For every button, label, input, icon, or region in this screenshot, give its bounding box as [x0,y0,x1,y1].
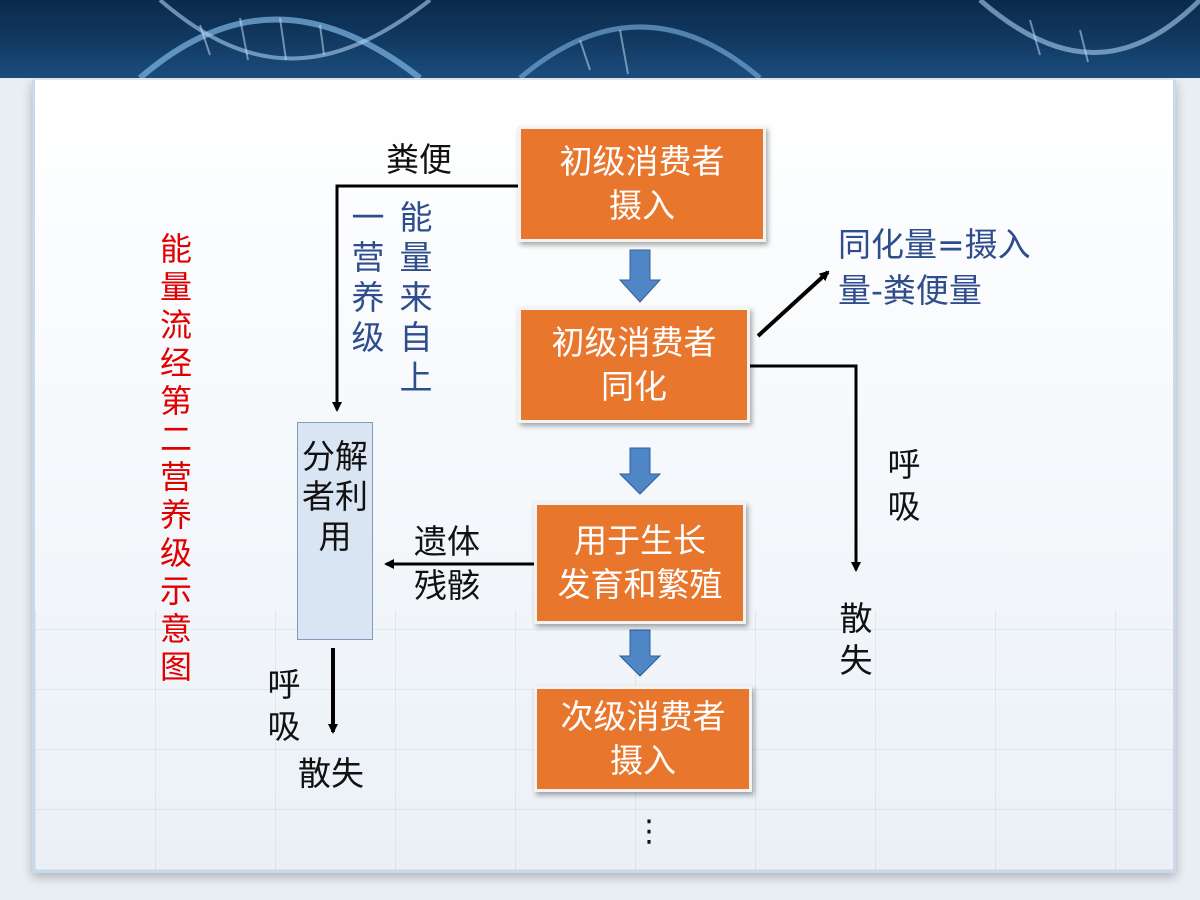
flow-arrow-1 [618,249,662,303]
label-ellipsis: ⋮ [634,814,664,849]
label-remains: 遗体 残骸 [414,522,480,605]
box-growth-reproduction: 用于生长发育和繁殖 [534,502,746,624]
feces-connector [332,184,518,412]
box-decomposer: 分解者利用 [297,422,373,640]
dna-banner [0,0,1200,78]
label-respiration-right: 呼吸 [887,445,921,526]
box-secondary-intake: 次级消费者摄入 [534,686,752,792]
flow-arrow-3 [618,629,662,677]
respiration-right-connector [750,364,861,572]
box-primary-intake: 初级消费者摄入 [518,126,766,242]
label-dissipation-left: 散失 [298,754,364,793]
label-feces: 粪便 [386,140,452,179]
label-dissipation-right: 散失 [839,599,873,680]
label-formula: 同化量=摄入 量-粪便量 [838,225,1031,310]
flow-arrow-2 [618,447,662,495]
dna-helix-decoration [138,0,1200,78]
formula-arrow [756,270,830,338]
label-respiration-left: 呼吸 [267,665,301,746]
feces-note-col1: 能量来自上 [399,198,433,397]
box-primary-assimilation: 初级消费者同化 [518,307,750,423]
feces-note-col2: 一营养级 [351,198,385,357]
side-title: 能量流经第二营养级示意图 [159,230,192,686]
